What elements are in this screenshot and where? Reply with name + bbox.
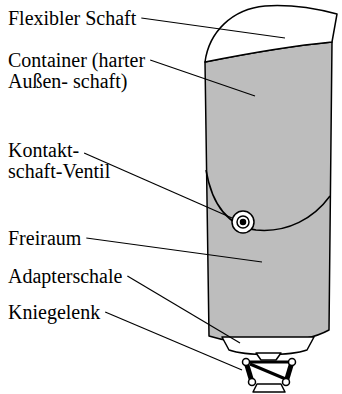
knee-bar-top xyxy=(246,361,292,364)
adapter-pyramid xyxy=(256,353,281,360)
adapter-shell xyxy=(222,337,314,355)
socket-bottom-line xyxy=(206,170,330,230)
part-label: Flexibler Schaft xyxy=(8,8,208,29)
knee-bar-cross xyxy=(250,364,288,380)
leader-line xyxy=(150,60,255,96)
leader-line xyxy=(86,238,262,262)
leader-line xyxy=(127,276,240,343)
valve-outer xyxy=(232,211,254,233)
part-label: Adapterschale xyxy=(8,266,178,287)
part-label: Container (harter Außen- schaft) xyxy=(8,50,148,92)
leader-line xyxy=(141,18,285,38)
valve-inner xyxy=(237,216,249,228)
container-shell xyxy=(205,42,332,343)
part-label: Kontakt- schaft-Ventil xyxy=(8,140,133,182)
part-label: Kniegelenk xyxy=(8,302,178,323)
flexible-socket xyxy=(205,6,337,62)
part-label: Freiraum xyxy=(8,228,158,249)
leader-line xyxy=(105,312,242,370)
knee-pivot xyxy=(283,379,290,386)
knee-pivot xyxy=(249,379,256,386)
valve-core xyxy=(241,220,246,225)
knee-pivot xyxy=(289,359,296,366)
knee-base xyxy=(253,384,285,392)
knee-pivot xyxy=(243,359,250,366)
